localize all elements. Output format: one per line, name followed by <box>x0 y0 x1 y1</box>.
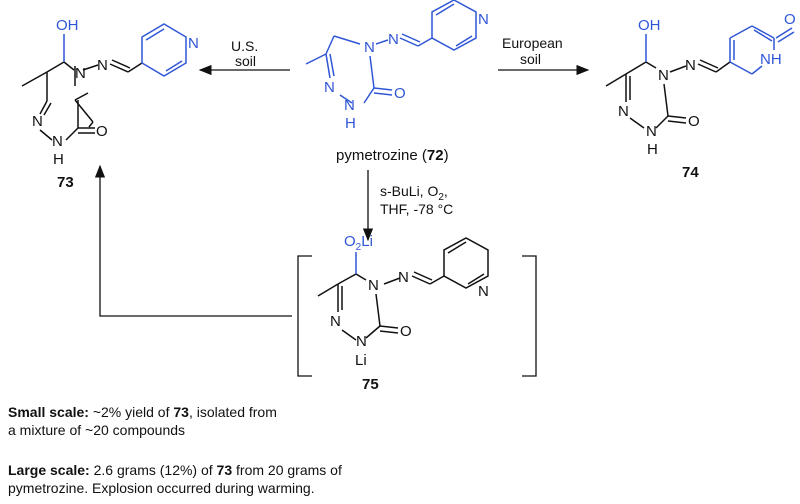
atom-n1: N <box>646 123 657 140</box>
arrow-75-to-73 <box>94 164 292 317</box>
compound-74 <box>605 25 795 129</box>
atom-n3: N <box>618 103 629 120</box>
atom-n4: N <box>658 67 669 84</box>
label-73: 73 <box>57 174 74 191</box>
atom-li: Li <box>355 352 367 369</box>
atom-n1: N <box>356 333 367 350</box>
atom-n-imine: N <box>398 269 409 286</box>
reagents-line2: THF, -78 °C <box>380 201 453 217</box>
compound-75 <box>317 237 489 341</box>
label-75: 75 <box>362 376 379 393</box>
atom-n4: N <box>75 65 86 82</box>
atom-n1: N <box>344 97 355 114</box>
pyridine-n: N <box>188 35 199 52</box>
compound-75-atoms: O2Li N N N N Li O N <box>330 233 489 369</box>
atom-n-imine: N <box>97 57 108 74</box>
pyridone-o: O <box>784 11 796 28</box>
atom-h: H <box>647 141 658 158</box>
compound-74-atoms: OH N N N N H O NH O <box>618 11 796 158</box>
o2li-label: O2Li <box>344 233 373 253</box>
pyridine-n: N <box>478 11 489 28</box>
atom-o: O <box>394 85 406 102</box>
note-large-scale: Large scale: 2.6 grams (12%) of 73 from … <box>8 462 342 496</box>
atom-n3: N <box>32 113 43 130</box>
atom-n-imine: N <box>388 31 399 48</box>
label-72: pymetrozine (72) <box>336 147 449 164</box>
compound-72-atoms: N N N N H O N <box>324 11 489 132</box>
atom-n4: N <box>364 39 375 56</box>
hydroxyl-label: OH <box>56 17 79 34</box>
atom-n-imine: N <box>685 57 696 74</box>
note-small-scale: Small scale: ~2% yield of 73, isolated f… <box>8 404 277 438</box>
atom-n3: N <box>324 79 335 96</box>
compound-73 <box>21 23 187 141</box>
atom-h: H <box>53 151 64 168</box>
hydroxyl-label: OH <box>638 17 661 34</box>
pyridone-nh: NH <box>760 51 782 68</box>
bracket-right <box>522 255 537 377</box>
compound-73-atoms: OH N N N N H O N <box>32 17 199 168</box>
us-soil-line2: soil <box>235 53 256 69</box>
atom-o: O <box>688 113 700 130</box>
label-74: 74 <box>682 164 699 181</box>
reagents-line1: s-BuLi, O2, <box>380 183 448 203</box>
atom-o: O <box>400 323 412 340</box>
atom-n4: N <box>368 277 379 294</box>
bracket-left <box>297 255 312 377</box>
atom-o: O <box>96 123 108 140</box>
atom-n1: N <box>52 133 63 150</box>
us-soil-line1: U.S. <box>231 38 258 54</box>
pyridine-n: N <box>478 283 489 300</box>
eu-soil-line1: European <box>502 35 563 51</box>
eu-soil-line2: soil <box>520 51 541 67</box>
atom-h: H <box>345 115 356 132</box>
atom-n3: N <box>330 313 341 330</box>
compound-72 <box>305 0 477 104</box>
